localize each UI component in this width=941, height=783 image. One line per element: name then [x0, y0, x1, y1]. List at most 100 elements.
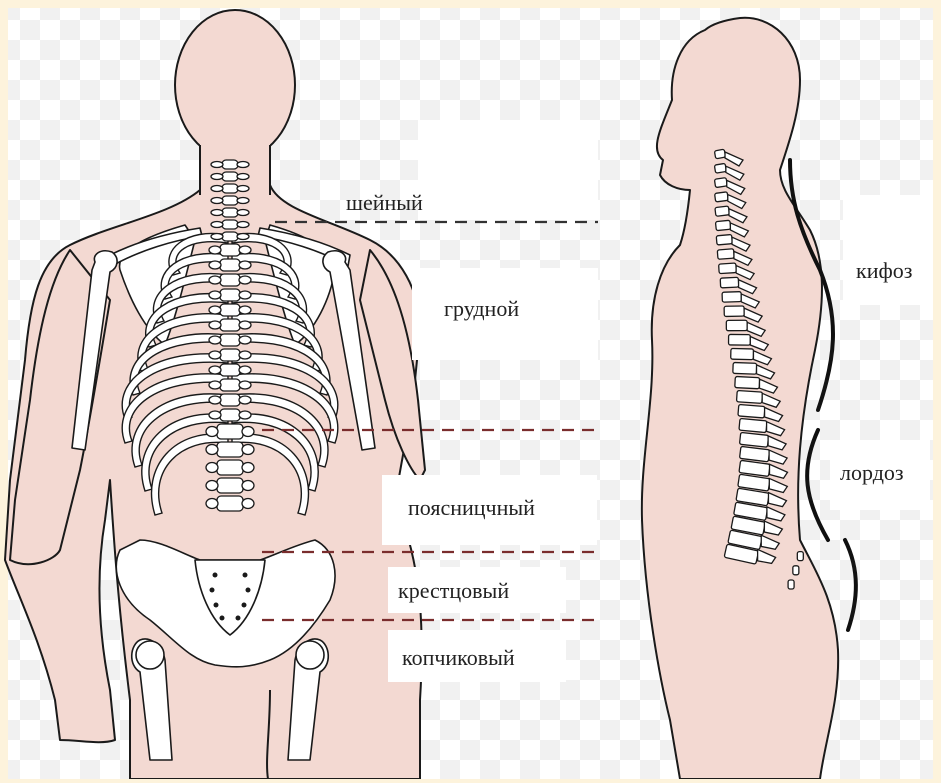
- side-vertebra-body: [736, 390, 762, 403]
- vertebra-process: [237, 186, 249, 192]
- vertebra: [222, 232, 238, 241]
- vertebra-process: [239, 261, 251, 269]
- coccyx-segment: [788, 580, 794, 589]
- vertebra-process: [242, 499, 254, 509]
- vertebra: [220, 364, 240, 376]
- sacral-foramen: [213, 573, 218, 578]
- vertebra-process: [237, 210, 249, 216]
- vertebra-process: [239, 396, 251, 404]
- vertebra: [217, 460, 243, 475]
- sacral-foramen: [214, 603, 219, 608]
- sacral-foramen: [246, 588, 251, 593]
- vertebra-process: [239, 306, 251, 314]
- vertebra-process: [211, 222, 223, 228]
- left-hip-joint: [136, 641, 164, 669]
- vertebra: [220, 349, 240, 361]
- right-hip-joint: [296, 641, 324, 669]
- vertebra: [220, 244, 240, 256]
- side-vertebra-body: [740, 446, 770, 461]
- vertebra-process: [239, 321, 251, 329]
- side-vertebra-body: [739, 432, 768, 447]
- back-head: [175, 10, 295, 160]
- vertebra-process: [239, 336, 251, 344]
- vertebra: [220, 394, 240, 406]
- vertebra-process: [206, 481, 218, 491]
- side-vertebra-body: [731, 348, 754, 359]
- vertebra-process: [209, 396, 221, 404]
- vertebra-process: [206, 445, 218, 455]
- vertebra: [220, 304, 240, 316]
- vertebra: [217, 496, 243, 511]
- vertebra-process: [211, 198, 223, 204]
- vertebra-process: [239, 291, 251, 299]
- vertebra-process: [239, 276, 251, 284]
- side-vertebra-body: [735, 376, 760, 388]
- vertebra-process: [206, 463, 218, 473]
- sacral-foramen: [236, 616, 241, 621]
- side-vertebra-body: [729, 334, 751, 345]
- vertebra-process: [209, 351, 221, 359]
- side-vertebra-body: [715, 220, 730, 230]
- vertebra-process: [242, 445, 254, 455]
- vertebra-process: [239, 366, 251, 374]
- vertebra: [220, 379, 240, 391]
- side-vertebra-body: [739, 418, 767, 432]
- coccyx-segment: [793, 566, 799, 575]
- vertebra-process: [242, 427, 254, 437]
- label-thoracic: грудной: [444, 296, 519, 322]
- coccyx-segment: [797, 552, 803, 561]
- side-vertebra-body: [716, 234, 732, 245]
- vertebra: [222, 196, 238, 205]
- vertebra-process: [239, 411, 251, 419]
- vertebra-process: [239, 246, 251, 254]
- vertebra-process: [211, 234, 223, 240]
- label-bg-cervical: [418, 120, 598, 220]
- vertebra-process: [209, 321, 221, 329]
- vertebra: [217, 478, 243, 493]
- label-kyphosis: кифоз: [856, 258, 912, 284]
- vertebra: [222, 208, 238, 217]
- label-lumbar: поясницчный: [408, 495, 535, 521]
- vertebra: [220, 289, 240, 301]
- vertebra-process: [206, 499, 218, 509]
- side-vertebra-body: [715, 206, 730, 216]
- vertebra: [222, 184, 238, 193]
- vertebra-process: [237, 222, 249, 228]
- sacral-foramen: [243, 573, 248, 578]
- side-vertebra-body: [714, 178, 727, 188]
- sacral-foramen: [210, 588, 215, 593]
- vertebra-process: [209, 276, 221, 284]
- vertebra: [220, 259, 240, 271]
- vertebra-process: [237, 198, 249, 204]
- vertebra-process: [237, 162, 249, 168]
- label-coccygeal: копчиковый: [402, 645, 515, 671]
- vertebra-process: [242, 481, 254, 491]
- vertebra: [222, 160, 238, 169]
- vertebra: [220, 409, 240, 421]
- sacral-foramen: [242, 603, 247, 608]
- vertebra: [222, 220, 238, 229]
- vertebra-process: [209, 306, 221, 314]
- side-vertebra-body: [738, 404, 765, 418]
- vertebra-process: [242, 463, 254, 473]
- vertebra-process: [211, 162, 223, 168]
- label-cervical: шейный: [346, 190, 423, 216]
- vertebra-process: [211, 210, 223, 216]
- vertebra-process: [209, 381, 221, 389]
- side-vertebra-body: [722, 292, 741, 303]
- side-vertebra-body: [726, 320, 747, 330]
- vertebra-process: [209, 261, 221, 269]
- side-vertebra-body: [719, 263, 737, 274]
- vertebra: [217, 442, 243, 457]
- vertebra-process: [206, 427, 218, 437]
- side-vertebra-body: [717, 249, 734, 260]
- side-vertebra-body: [724, 306, 744, 317]
- vertebra-process: [209, 366, 221, 374]
- sacral-foramen: [220, 616, 225, 621]
- vertebra-process: [211, 186, 223, 192]
- vertebra-process: [239, 381, 251, 389]
- vertebra: [220, 319, 240, 331]
- label-sacral: крестцовый: [398, 578, 509, 604]
- vertebra-process: [209, 246, 221, 254]
